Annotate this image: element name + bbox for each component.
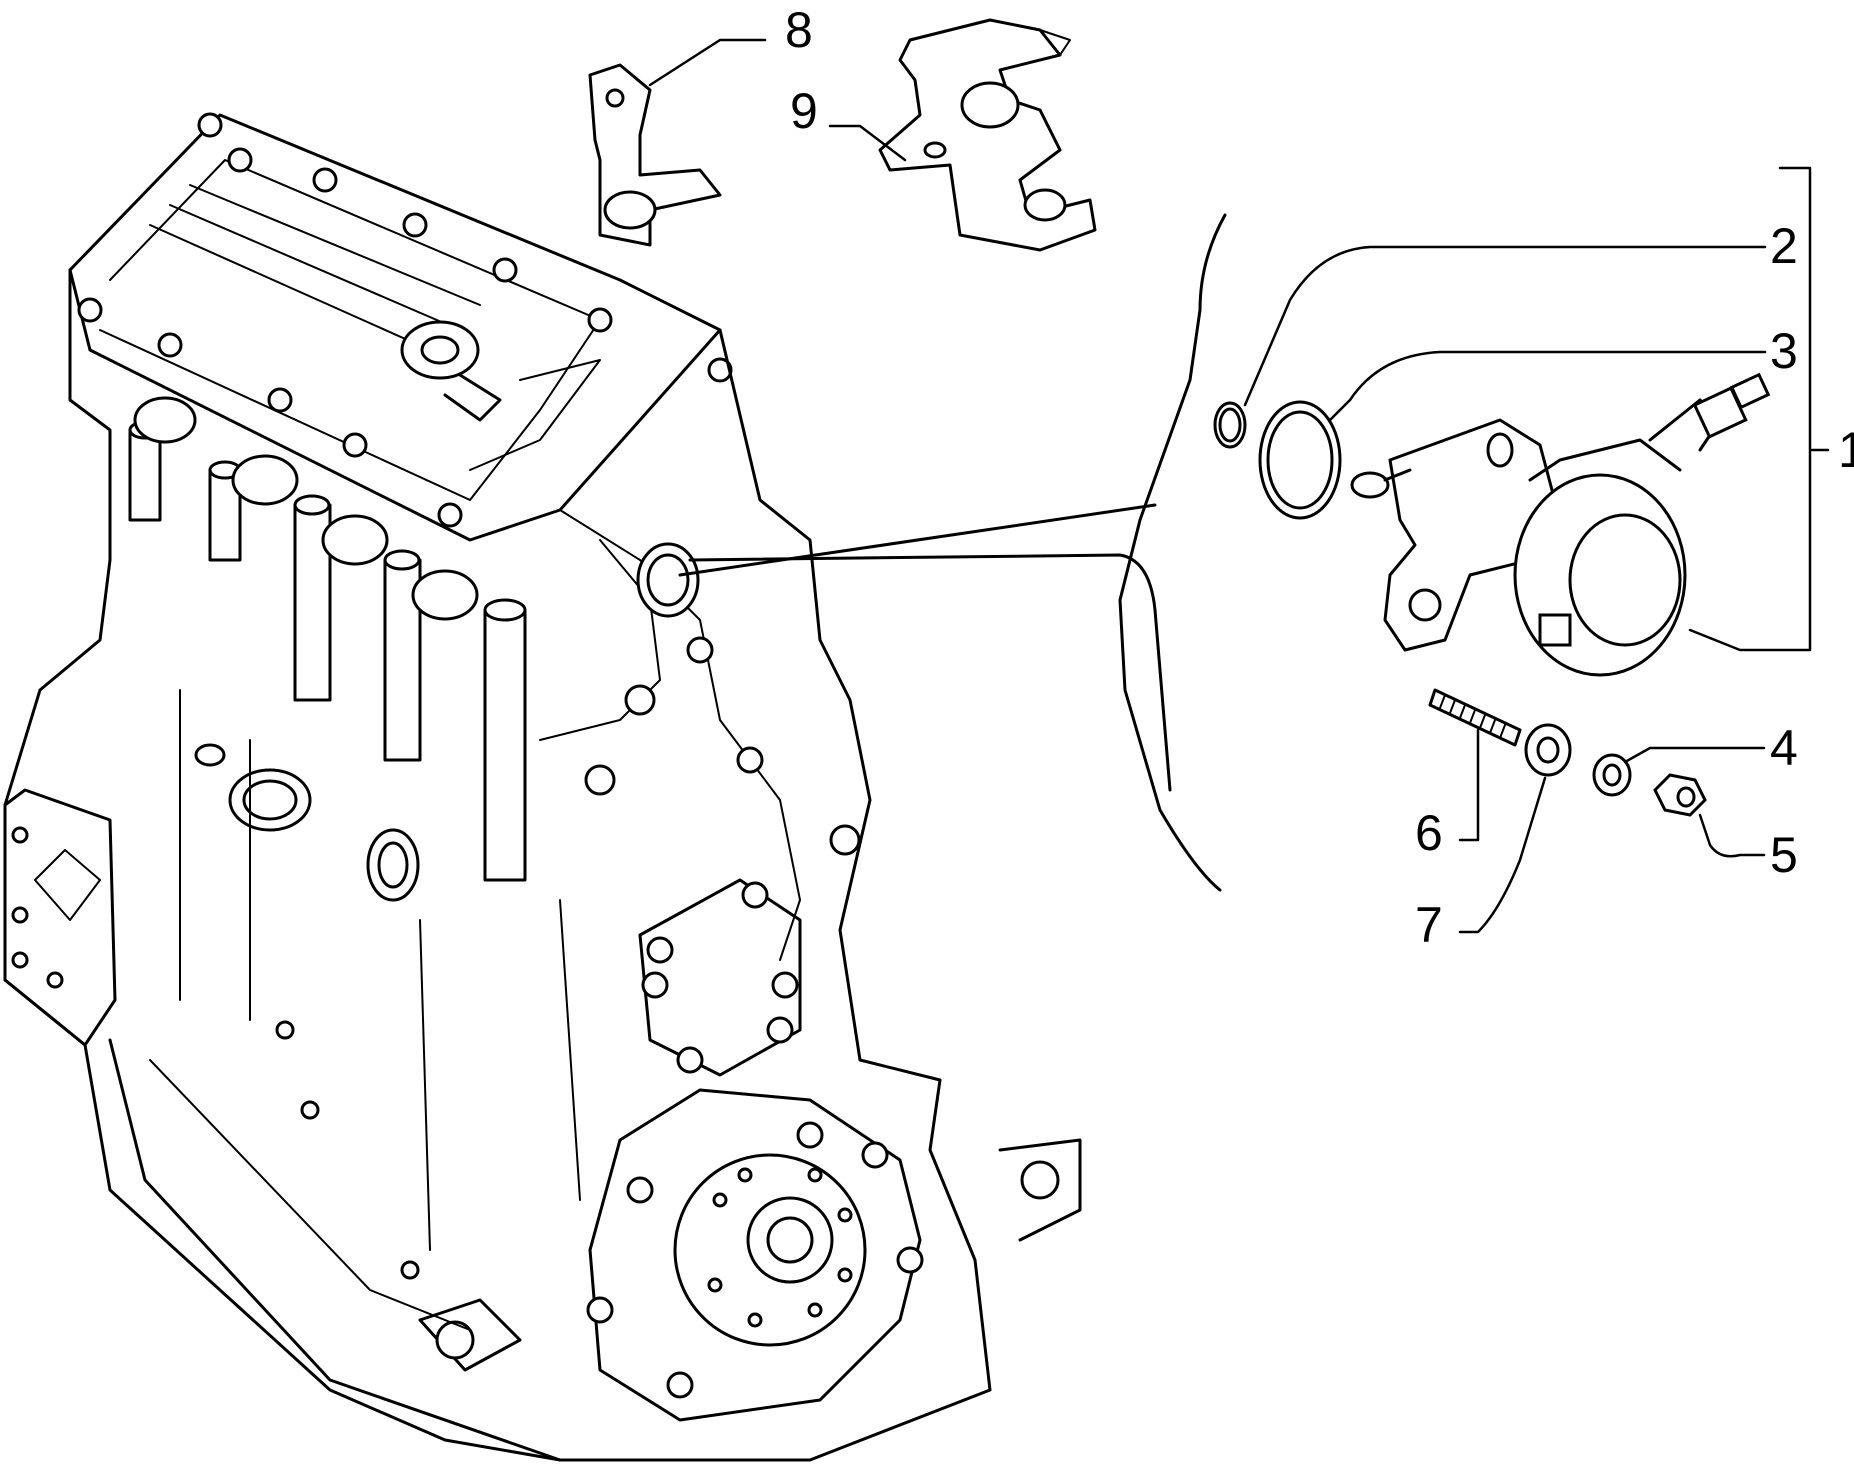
callout-labels: 1 2 3 4 5 6 7 8 9	[785, 2, 1854, 953]
oil-pump-cover	[638, 878, 802, 1077]
callout-8: 8	[785, 2, 813, 58]
callout-6: 6	[1415, 805, 1443, 861]
callout-7: 7	[1415, 897, 1443, 953]
spring-washer	[1592, 753, 1632, 797]
callout-4: 4	[1770, 720, 1798, 776]
callout-3: 3	[1770, 323, 1798, 379]
spark-plug-wells	[128, 396, 527, 882]
stud	[1428, 688, 1522, 747]
pump-mount-hole	[636, 542, 700, 618]
oil-filler-cap	[400, 320, 502, 422]
crankshaft-pulley	[586, 1088, 924, 1422]
bracket-large	[878, 18, 1097, 252]
detail-bracket	[678, 213, 1227, 892]
nut	[1653, 773, 1707, 817]
callout-5: 5	[1770, 827, 1798, 883]
callout-2: 2	[1770, 218, 1798, 274]
leader-lines	[648, 38, 1830, 934]
bracket-small	[588, 63, 722, 247]
engine-block	[3, 112, 1082, 1462]
seal-ring	[1213, 401, 1247, 449]
oil-pan	[108, 1020, 562, 1462]
callout-1: 1	[1838, 422, 1854, 478]
fuel-pump-assembly	[1350, 372, 1771, 677]
callout-9: 9	[790, 83, 818, 139]
head-bolts	[77, 112, 733, 528]
left-end-cover	[3, 788, 117, 1047]
gasket	[1258, 400, 1342, 520]
washer	[1524, 723, 1572, 777]
